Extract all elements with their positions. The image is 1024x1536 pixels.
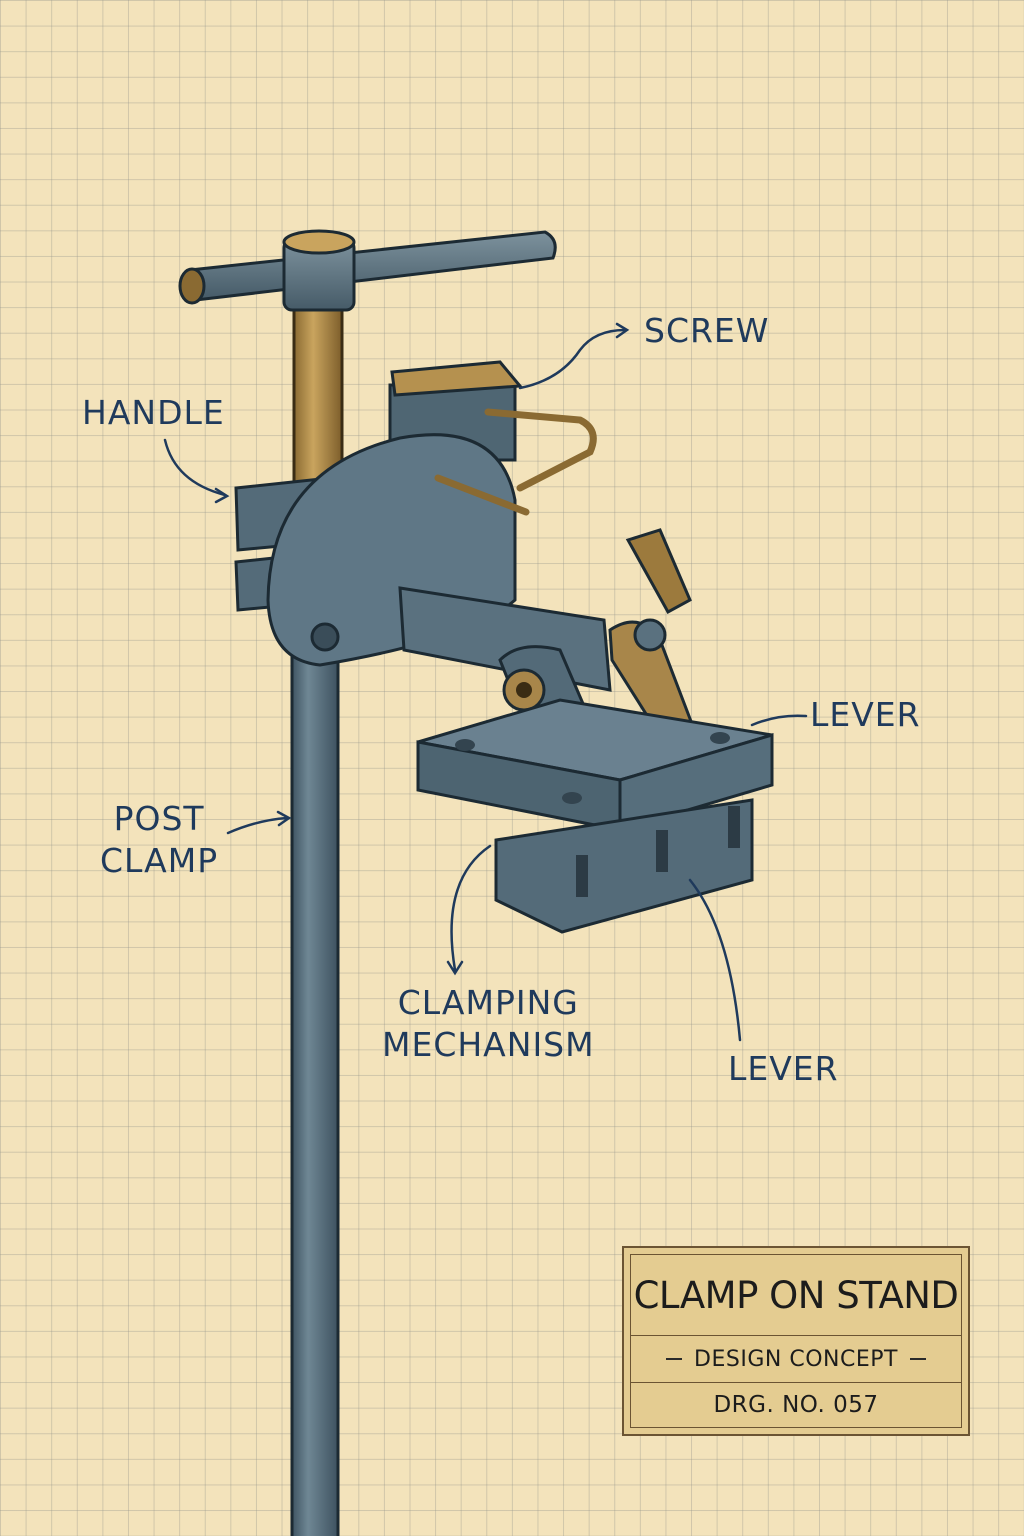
label-lever-top: LEVER (810, 694, 921, 736)
post (290, 638, 340, 1536)
drawing-subtitle: DESIGN CONCEPT (694, 1346, 898, 1372)
label-lever-bottom-text: LEVER (728, 1049, 839, 1088)
label-handle-text: HANDLE (82, 393, 225, 432)
leader-lines (163, 322, 808, 1042)
label-handle: HANDLE (82, 392, 225, 434)
label-clamping-line1: CLAMPING (397, 983, 579, 1022)
label-lever-bottom: LEVER (728, 1048, 839, 1090)
t-handle (178, 229, 557, 312)
drawing-title: CLAMP ON STAND (633, 1273, 959, 1317)
subtitle-row: DESIGN CONCEPT (631, 1335, 961, 1382)
drawing-number: DRG. NO. 057 (631, 1382, 961, 1427)
dash-right (909, 1358, 926, 1360)
title-block: CLAMP ON STAND DESIGN CONCEPT DRG. NO. 0… (622, 1246, 970, 1436)
label-clamping-mechanism: CLAMPING MECHANISM (382, 982, 595, 1066)
clamp-block (494, 798, 754, 934)
brass-pin (434, 408, 597, 516)
title-block-inner: CLAMP ON STAND DESIGN CONCEPT DRG. NO. 0… (630, 1254, 962, 1428)
dash-left (666, 1358, 683, 1360)
label-post-clamp-line1: POST (113, 799, 205, 838)
label-screw: SCREW (644, 310, 769, 352)
label-clamping-line2: MECHANISM (382, 1025, 595, 1064)
label-lever-top-text: LEVER (810, 695, 921, 734)
label-post-clamp: POST CLAMP (100, 798, 218, 882)
label-post-clamp-line2: CLAMP (100, 841, 219, 880)
label-screw-text: SCREW (644, 311, 770, 350)
base-plate (416, 698, 774, 833)
